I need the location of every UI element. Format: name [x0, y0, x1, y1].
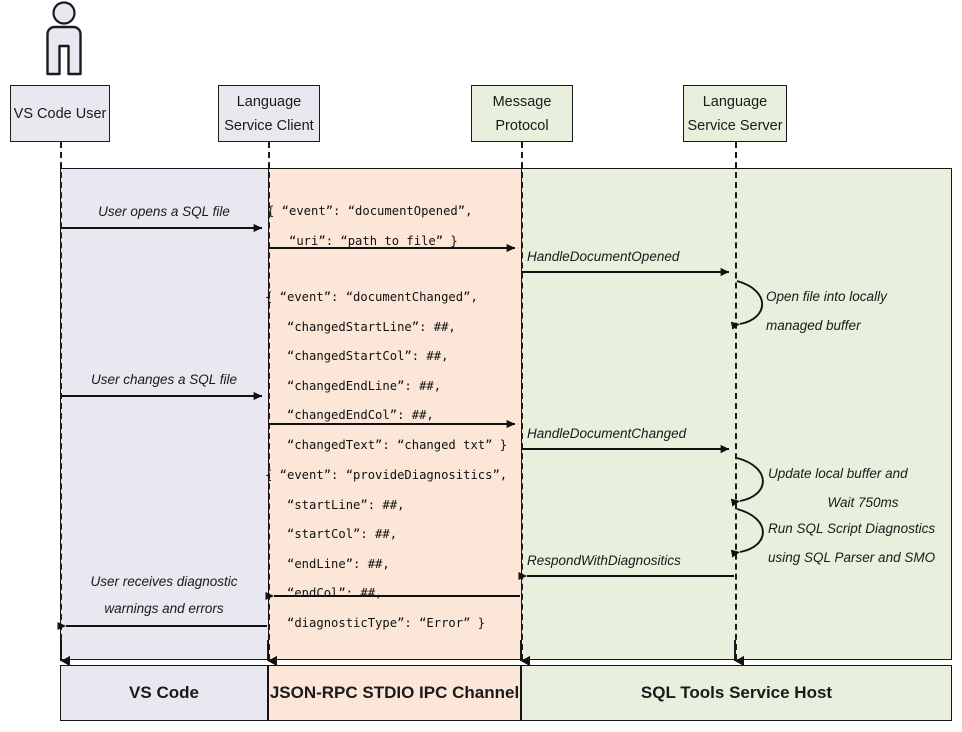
payload-provide-diagnostics: { “event”: “provideDiagnositics”, “start… — [265, 468, 508, 630]
legend-vs-code: VS Code — [60, 665, 268, 721]
lifeline-language-service-server — [735, 142, 737, 660]
lifeline-header-message-protocol: Message Protocol — [471, 85, 573, 142]
legend-jsonrpc: JSON-RPC STDIO IPC Channel — [268, 665, 521, 721]
legend-label: SQL Tools Service Host — [640, 683, 833, 702]
message-label-respond-with-diagnostics: RespondWithDiagnositics — [527, 553, 681, 568]
payload-document-changed: { “event”: “documentChanged”, “changedSt… — [265, 290, 508, 452]
message-label-user-receives-line1: User receives diagnostic — [90, 574, 238, 589]
lifeline-label-line2: Protocol — [495, 117, 549, 134]
lifeline-language-service-client — [268, 142, 270, 660]
legend-sql-tools: SQL Tools Service Host — [521, 665, 952, 721]
legend-label: JSON-RPC STDIO IPC Channel — [269, 683, 520, 702]
lifeline-label-line2: Service Client — [224, 117, 314, 134]
person-icon — [38, 0, 90, 83]
message-label-handle-document-changed: HandleDocumentChanged — [527, 426, 687, 441]
message-label-user-receives-line2: warnings and errors — [104, 601, 224, 616]
lifeline-header-vs-code-user: VS Code User — [10, 85, 110, 142]
lifeline-label-line1: Language — [702, 93, 768, 110]
lifeline-header-language-service-server: Language Service Server — [683, 85, 787, 142]
lifeline-message-protocol — [521, 142, 523, 660]
lifeline-label-line2: Service Server — [687, 117, 783, 134]
lifeline-header-language-service-client: Language Service Client — [218, 85, 320, 142]
zone-vs-code — [60, 168, 268, 660]
note-run-diagnostics-line2: using SQL Parser and SMO — [768, 550, 936, 565]
legend-label: VS Code — [129, 683, 199, 702]
message-label-user-opens: User opens a SQL file — [98, 204, 230, 219]
payload-document-opened: { “event”: “documentOpened”, “uri”: “pat… — [267, 204, 473, 248]
lifeline-label-line1: Language — [236, 93, 302, 110]
note-open-buffer-line1: Open file into locally — [766, 289, 887, 304]
message-label-user-changes: User changes a SQL file — [90, 372, 238, 387]
note-run-diagnostics-line1: Run SQL Script Diagnostics — [768, 521, 936, 536]
zone-ipc-channel — [268, 168, 521, 660]
arrow-self-open-buffer — [730, 280, 764, 330]
lifeline-label-line1: Message — [492, 93, 552, 110]
lifeline-label: VS Code User — [13, 105, 107, 122]
arrow-self-run-diagnostics — [730, 508, 764, 558]
note-open-buffer-line2: managed buffer — [766, 318, 861, 333]
note-update-buffer-line2: Wait 750ms — [827, 495, 899, 510]
note-update-buffer-line1: Update local buffer and — [768, 466, 908, 481]
arrow-self-update-buffer — [730, 457, 764, 507]
message-label-handle-document-opened: HandleDocumentOpened — [527, 249, 680, 264]
lifeline-vs-code-user — [60, 142, 62, 660]
